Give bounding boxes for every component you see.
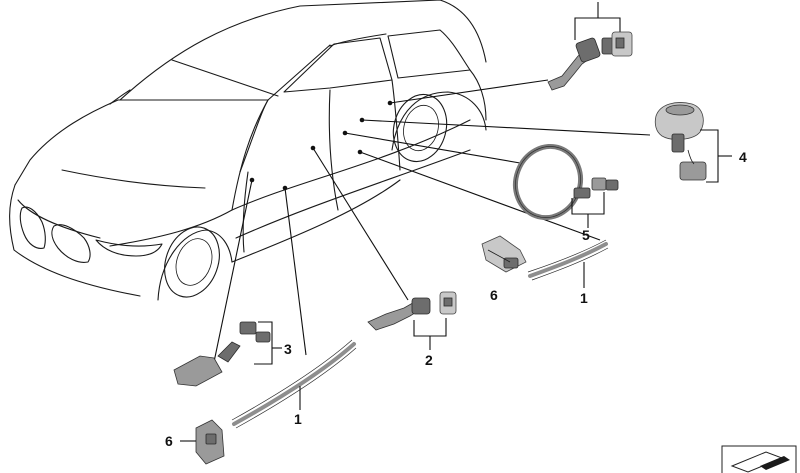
callout-6-left: 6 (165, 433, 173, 449)
callout-5: 5 (582, 227, 590, 243)
part-1-sill-strip-right (527, 239, 609, 288)
part-5-cable-coil (513, 143, 619, 228)
leader-lines (213, 79, 651, 363)
callout-4: 4 (739, 149, 747, 165)
top-sensor-assembly (547, 2, 633, 91)
car-outline-icon (9, 0, 487, 301)
parts-thumbnail-icon (721, 445, 797, 473)
callout-1-left: 1 (294, 411, 302, 427)
callout-2: 2 (425, 352, 433, 368)
part-2-harness (367, 291, 457, 350)
callout-6-mid: 6 (490, 287, 498, 303)
part-6-sensor-left (180, 419, 225, 465)
callout-3: 3 (284, 341, 292, 357)
part-1-sill-strip-left (231, 339, 357, 429)
part-4-sensor-assembly (654, 102, 732, 183)
part-6-sensor-mid (481, 235, 527, 273)
callout-1-right: 1 (580, 290, 588, 306)
part-3-harness (173, 321, 282, 387)
